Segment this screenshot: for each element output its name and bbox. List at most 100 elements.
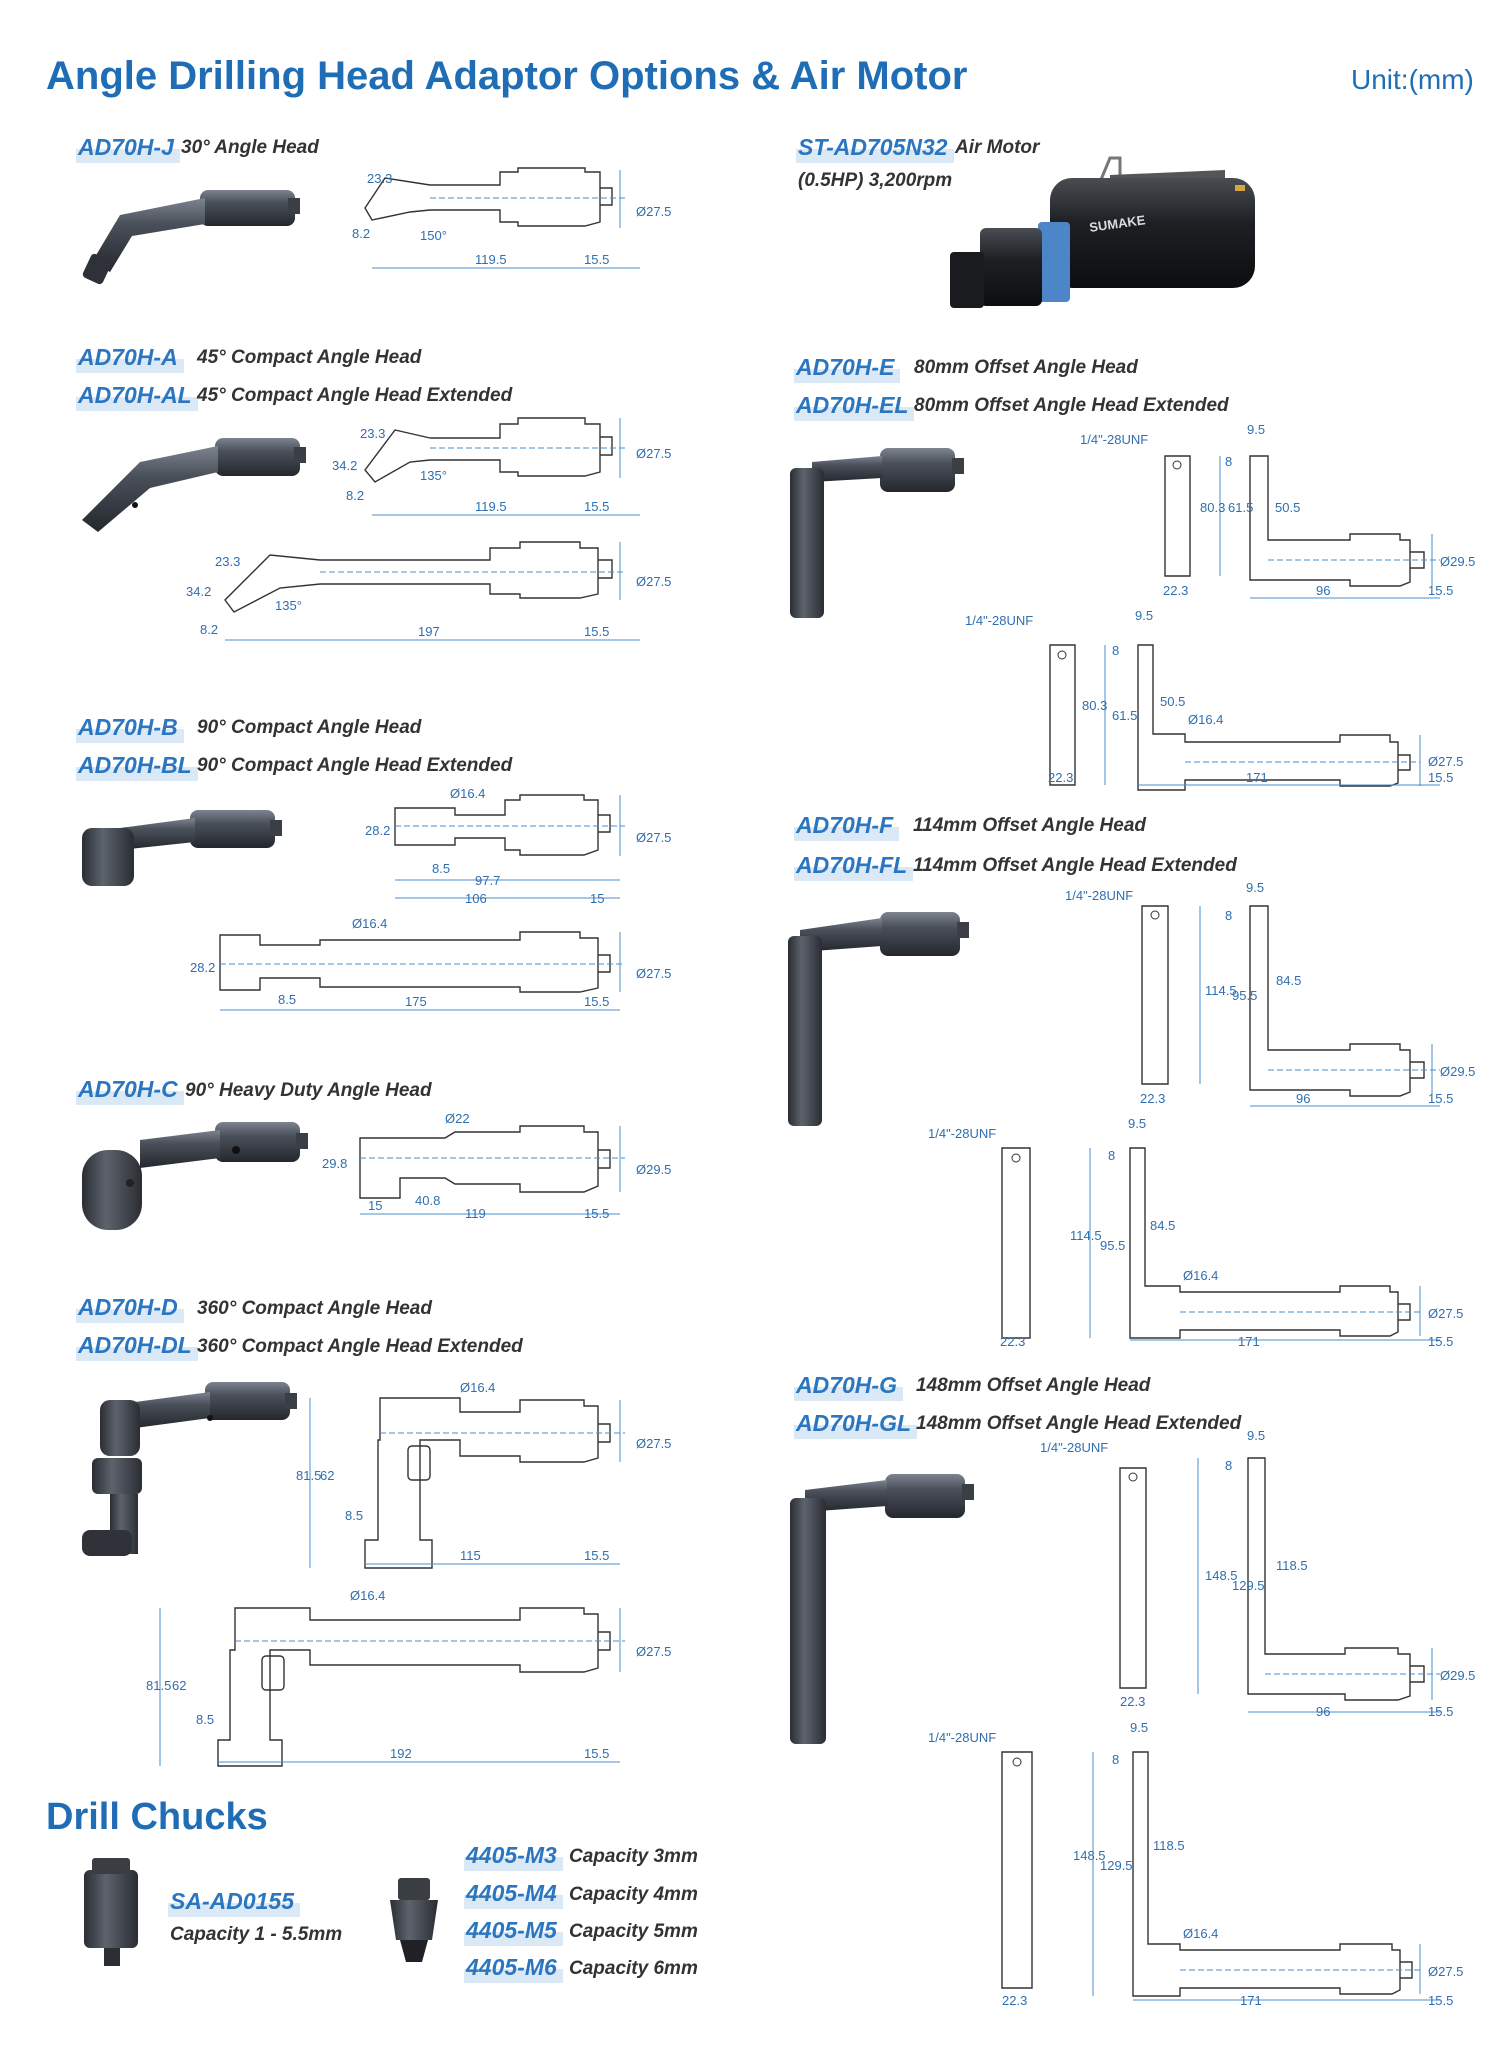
desc-ad70h-el: 80mm Offset Angle Head Extended bbox=[914, 395, 1229, 416]
dim-c-dia22: Ø22 bbox=[445, 1111, 470, 1126]
desc-st-ad705n32: Air Motor bbox=[955, 137, 1040, 158]
code-ad70h-al: AD70H-AL bbox=[76, 382, 198, 411]
code-ad70h-j: AD70H-J bbox=[76, 134, 180, 163]
dim-gl-thread: 1/4"-28UNF bbox=[928, 1730, 996, 1745]
dim-j-119-5: 119.5 bbox=[475, 252, 507, 267]
dim-el-61-5: 61.5 bbox=[1112, 708, 1137, 723]
dim-f-8: 8 bbox=[1225, 908, 1232, 923]
dim-el-80-3: 80.3 bbox=[1082, 698, 1107, 713]
dim-a-119-5: 119.5 bbox=[475, 499, 507, 514]
dim-c-15: 15 bbox=[368, 1198, 382, 1213]
dim-e-15-5: 15.5 bbox=[1428, 583, 1453, 598]
dim-d-dia16: Ø16.4 bbox=[460, 1380, 495, 1395]
dim-c-119: 119 bbox=[465, 1206, 486, 1221]
dim-b-28-2: 28.2 bbox=[365, 823, 390, 838]
dim-a-23-3: 23.3 bbox=[360, 426, 385, 441]
desc-ad70h-bl: 90° Compact Angle Head Extended bbox=[197, 755, 513, 776]
dim-d-8-5: 8.5 bbox=[345, 1508, 363, 1523]
dim-b-106: 106 bbox=[465, 891, 487, 906]
code-4405-m3: 4405-M3 bbox=[464, 1842, 563, 1871]
dim-al-23-3: 23.3 bbox=[215, 554, 240, 569]
code-ad70h-bl: AD70H-BL bbox=[76, 752, 198, 781]
code-ad70h-fl: AD70H-FL bbox=[794, 852, 914, 881]
photo-ad70h-j bbox=[82, 190, 300, 285]
desc-4405-m6: Capacity 6mm bbox=[569, 1958, 698, 1979]
dim-d-dia: Ø27.5 bbox=[636, 1436, 671, 1451]
dim-f-9-5: 9.5 bbox=[1246, 880, 1264, 895]
desc-sa-ad0155: Capacity 1 - 5.5mm bbox=[170, 1924, 343, 1945]
dim-g-9-5: 9.5 bbox=[1247, 1428, 1265, 1443]
dim-f-84-5: 84.5 bbox=[1276, 973, 1301, 988]
dim-el-8: 8 bbox=[1112, 643, 1119, 658]
desc-ad70h-a: 45° Compact Angle Head bbox=[197, 347, 422, 368]
desc-ad70h-c: 90° Heavy Duty Angle Head bbox=[185, 1080, 432, 1101]
dim-g-15-5: 15.5 bbox=[1428, 1704, 1453, 1719]
dim-gl-22-3: 22.3 bbox=[1002, 1993, 1027, 2008]
dim-gl-dia: Ø27.5 bbox=[1428, 1964, 1463, 1979]
code-ad70h-e: AD70H-E bbox=[794, 354, 901, 383]
dim-el-171: 171 bbox=[1246, 770, 1268, 785]
dim-c-dia: Ø29.5 bbox=[636, 1162, 671, 1177]
dim-b-dia: Ø27.5 bbox=[636, 830, 671, 845]
photo-sa-ad0155 bbox=[84, 1858, 138, 1966]
desc-4405-m3: Capacity 3mm bbox=[569, 1846, 698, 1867]
desc2-st-ad705n32: (0.5HP) 3,200rpm bbox=[798, 170, 953, 191]
dim-gl-dia16: Ø16.4 bbox=[1183, 1926, 1218, 1941]
photo-4405-chuck bbox=[390, 1878, 438, 1962]
code-ad70h-c: AD70H-C bbox=[76, 1076, 184, 1105]
dim-b-dia16: Ø16.4 bbox=[450, 786, 485, 801]
dim-gl-171: 171 bbox=[1240, 1993, 1262, 2008]
dim-fl-dia: Ø27.5 bbox=[1428, 1306, 1463, 1321]
dim-j-8-2: 8.2 bbox=[352, 226, 370, 241]
dim-d-115: 115 bbox=[460, 1548, 481, 1563]
dim-el-50-5: 50.5 bbox=[1160, 694, 1185, 709]
dim-gl-148-5: 148.5 bbox=[1073, 1848, 1106, 1863]
dim-f-15-5: 15.5 bbox=[1428, 1091, 1453, 1106]
dim-f-thread: 1/4"-28UNF bbox=[1065, 888, 1133, 903]
dim-gl-8: 8 bbox=[1112, 1752, 1119, 1767]
dim-e-thread: 1/4"-28UNF bbox=[1080, 432, 1148, 447]
dim-g-dia: Ø29.5 bbox=[1440, 1668, 1475, 1683]
dimension-lines bbox=[159, 170, 1440, 2001]
dim-j-15-5: 15.5 bbox=[584, 252, 609, 267]
dim-e-22-3: 22.3 bbox=[1163, 583, 1188, 598]
dim-el-15-5: 15.5 bbox=[1428, 770, 1453, 785]
dim-e-dia: Ø29.5 bbox=[1440, 554, 1475, 569]
code-ad70h-el: AD70H-EL bbox=[794, 392, 915, 421]
dim-a-15-5: 15.5 bbox=[584, 499, 609, 514]
dim-g-148-5: 148.5 bbox=[1205, 1568, 1238, 1583]
code-ad70h-d: AD70H-D bbox=[76, 1294, 184, 1323]
dim-g-thread: 1/4"-28UNF bbox=[1040, 1440, 1108, 1455]
dim-fl-22-3: 22.3 bbox=[1000, 1334, 1025, 1349]
desc-ad70h-b: 90° Compact Angle Head bbox=[197, 717, 422, 738]
desc-ad70h-f: 114mm Offset Angle Head bbox=[913, 815, 1147, 836]
dim-fl-114-5: 114.5 bbox=[1070, 1228, 1102, 1243]
dim-al-197: 197 bbox=[418, 624, 440, 639]
dim-dl-81-5: 81.5 bbox=[146, 1678, 171, 1693]
dim-el-22-3: 22.3 bbox=[1048, 770, 1073, 785]
code-ad70h-f: AD70H-F bbox=[794, 812, 900, 841]
dim-gl-129-5: 129.5 bbox=[1100, 1858, 1133, 1873]
dim-b-97-7: 97.7 bbox=[475, 873, 500, 888]
dim-gl-9-5: 9.5 bbox=[1130, 1720, 1148, 1735]
page-title: Angle Drilling Head Adaptor Options & Ai… bbox=[46, 54, 968, 98]
desc-ad70h-al: 45° Compact Angle Head Extended bbox=[197, 385, 513, 406]
dim-bl-28-2: 28.2 bbox=[190, 960, 215, 975]
dim-f-114-5: 114.5 bbox=[1205, 983, 1237, 998]
desc-ad70h-fl: 114mm Offset Angle Head Extended bbox=[913, 855, 1237, 876]
dim-gl-118-5: 118.5 bbox=[1153, 1838, 1185, 1853]
dim-dl-8-5: 8.5 bbox=[196, 1712, 214, 1727]
desc-4405-m4: Capacity 4mm bbox=[569, 1884, 698, 1905]
dim-f-96: 96 bbox=[1296, 1091, 1310, 1106]
dim-al-dia: Ø27.5 bbox=[636, 574, 671, 589]
dim-b-15: 15 bbox=[590, 891, 604, 906]
dimension-texts: 23.3 8.2 150° 119.5 15.5 Ø27.5 23.3 34.2… bbox=[146, 171, 1475, 2008]
dim-a-angle: 135° bbox=[420, 468, 447, 483]
dim-c-15-5: 15.5 bbox=[584, 1206, 609, 1221]
dim-g-96: 96 bbox=[1316, 1704, 1330, 1719]
code-st-ad705n32: ST-AD705N32 bbox=[796, 134, 954, 163]
dim-fl-84-5: 84.5 bbox=[1150, 1218, 1175, 1233]
dim-fl-171: 171 bbox=[1238, 1334, 1260, 1349]
dim-a-34-2: 34.2 bbox=[332, 458, 357, 473]
photo-ad70h-f bbox=[788, 912, 969, 1126]
